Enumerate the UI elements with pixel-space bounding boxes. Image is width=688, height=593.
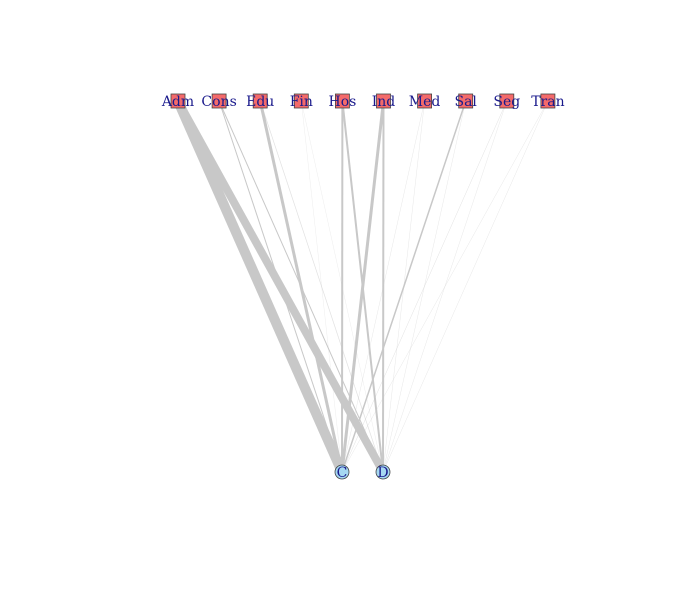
node-label-ind: Ind <box>372 94 396 110</box>
node-label-sal: Sal <box>454 94 477 110</box>
node-square-fin <box>293 93 309 109</box>
edge-med-c <box>341 100 425 473</box>
node-seg[interactable]: Seg <box>493 93 520 110</box>
node-cons[interactable]: Cons <box>201 93 237 110</box>
node-tran[interactable]: Tran <box>531 93 565 110</box>
node-fin[interactable]: Fin <box>290 93 313 110</box>
edges-layer <box>173 98 549 475</box>
node-sal[interactable]: Sal <box>454 93 477 110</box>
node-square-adm <box>170 93 186 109</box>
node-square-tran <box>540 93 556 109</box>
node-label-hos: Hos <box>328 94 356 110</box>
node-square-cons <box>211 93 227 109</box>
node-edu[interactable]: Edu <box>246 93 274 110</box>
edge-cons-c <box>218 100 343 473</box>
edge-sal-c <box>341 100 467 473</box>
edge-tran-c <box>341 100 549 473</box>
edge-ind-c <box>340 100 385 473</box>
node-label-fin: Fin <box>290 94 313 110</box>
node-d[interactable]: D <box>375 464 391 481</box>
edge-adm-c <box>173 98 347 475</box>
edge-edu-c <box>258 100 344 473</box>
node-hos[interactable]: Hos <box>328 93 356 110</box>
node-circle-c <box>334 464 350 480</box>
node-med[interactable]: Med <box>409 93 441 110</box>
node-square-ind <box>376 93 391 109</box>
node-label-adm: Adm <box>161 94 194 110</box>
node-label-d: D <box>377 465 388 481</box>
node-circle-d <box>375 464 391 480</box>
node-square-edu <box>252 93 268 109</box>
node-label-med: Med <box>409 94 441 110</box>
node-ind[interactable]: Ind <box>372 93 396 110</box>
node-c[interactable]: C <box>334 464 350 481</box>
node-square-seg <box>499 93 515 109</box>
node-label-c: C <box>337 465 348 481</box>
node-square-sal <box>458 93 474 109</box>
node-square-med <box>417 93 433 109</box>
node-adm[interactable]: Adm <box>161 93 194 110</box>
node-label-cons: Cons <box>201 94 236 110</box>
node-label-seg: Seg <box>493 94 520 110</box>
node-square-hos <box>334 93 350 109</box>
node-label-edu: Edu <box>246 94 274 110</box>
edge-tran-d <box>382 100 549 473</box>
edge-fin-c <box>301 100 343 473</box>
edge-seg-c <box>341 100 508 473</box>
node-label-tran: Tran <box>531 94 564 110</box>
